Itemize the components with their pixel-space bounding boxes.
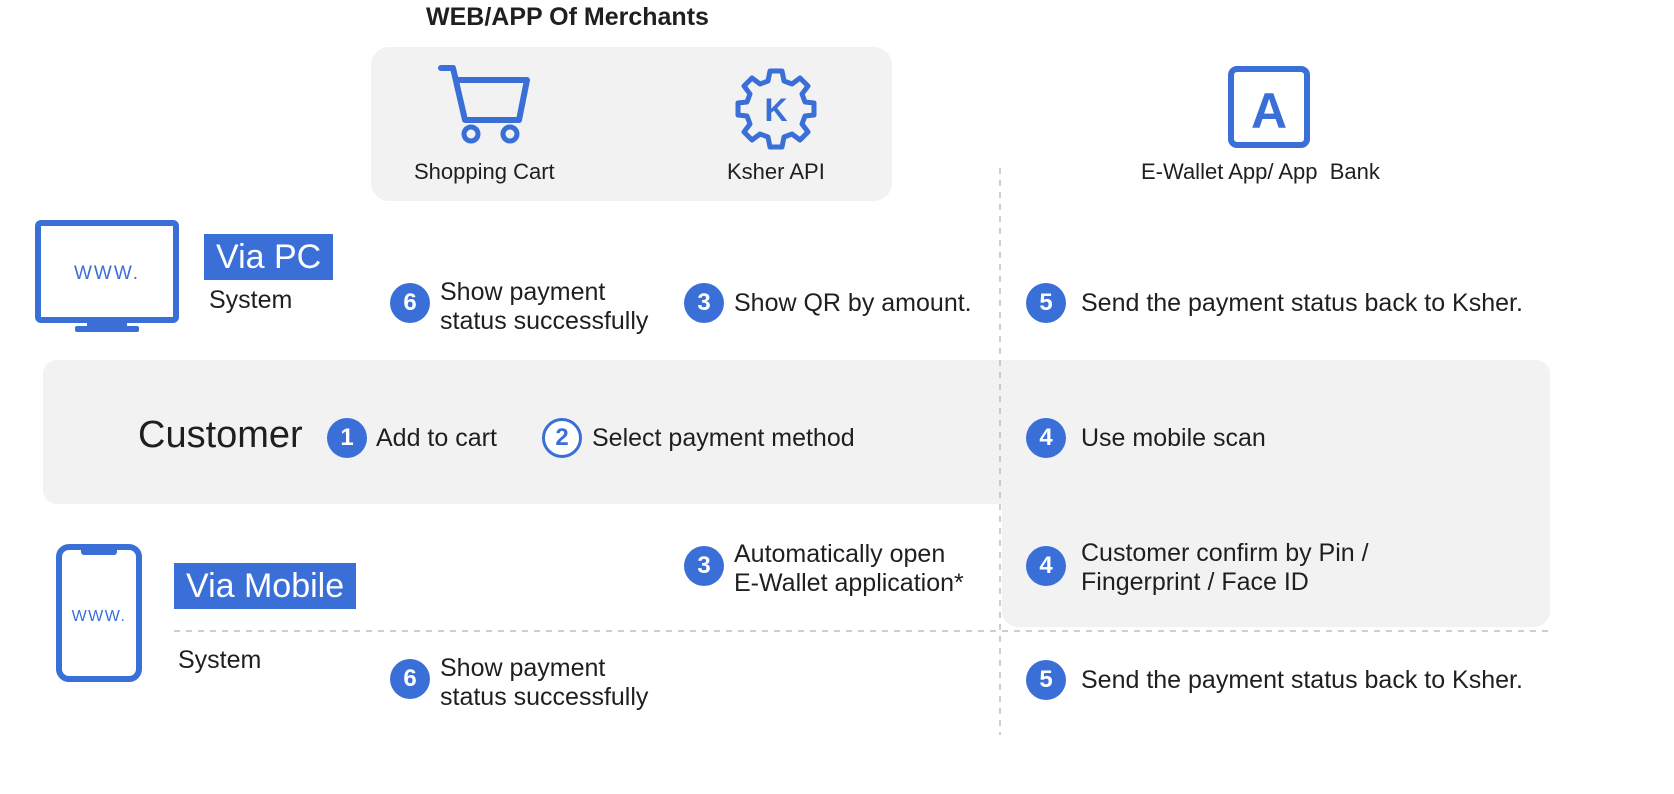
pc-system-label: System xyxy=(209,286,293,314)
mobile-system-label: System xyxy=(178,646,262,674)
customer-step-1-text: Add to cart xyxy=(376,424,497,452)
mobile-step-4-line1: Customer confirm by Pin / xyxy=(1081,539,1369,567)
e-wallet-app-icon: A xyxy=(1228,66,1310,148)
merchant-title: WEB/APP Of Merchants xyxy=(426,3,709,31)
mobile-step-5-badge: 5 xyxy=(1026,660,1066,700)
wallet-confirm-panel xyxy=(1002,480,1550,627)
shopping-cart-label: Shopping Cart xyxy=(414,159,555,184)
customer-step-2-badge: 2 xyxy=(542,418,582,458)
mobile-step-5-text: Send the payment status back to Ksher. xyxy=(1081,666,1523,694)
pc-step-5-badge: 5 xyxy=(1026,283,1066,323)
customer-step-2-text: Select payment method xyxy=(592,424,855,452)
pc-step-6-line1: Show payment xyxy=(440,278,606,306)
mobile-step-3-line1: Automatically open xyxy=(734,540,946,568)
mobile-phone-icon: WWW. xyxy=(56,544,142,682)
mobile-step-3-line2: E-Wallet application* xyxy=(734,569,964,597)
customer-step-4-badge: 4 xyxy=(1026,418,1066,458)
shopping-cart-icon xyxy=(438,65,530,144)
pc-step-6-badge: 6 xyxy=(390,283,430,323)
customer-label: Customer xyxy=(138,414,303,456)
mobile-step-6-line1: Show payment xyxy=(440,654,606,682)
wallet-logo-letter: A xyxy=(1251,83,1287,139)
ksher-api-gear-icon: K xyxy=(735,68,817,150)
via-pc-tag: Via PC xyxy=(204,234,334,280)
merchant-panel xyxy=(371,47,892,201)
via-mobile-tag: Via Mobile xyxy=(174,563,357,609)
desktop-monitor-icon: WWW. xyxy=(35,220,179,332)
pc-screen-text: WWW. xyxy=(74,263,140,284)
ksher-api-label: Ksher API xyxy=(727,159,825,184)
e-wallet-label: E-Wallet App/ App Bank xyxy=(1141,159,1380,184)
customer-step-4-text: Use mobile scan xyxy=(1081,424,1266,452)
mobile-step-6-badge: 6 xyxy=(390,659,430,699)
mobile-step-4-line2: Fingerprint / Face ID xyxy=(1081,568,1309,596)
ksher-logo-letter: K xyxy=(764,92,787,128)
mobile-screen-text: WWW. xyxy=(72,608,127,625)
mobile-step-4-badge: 4 xyxy=(1026,546,1066,586)
mobile-step-3-badge: 3 xyxy=(684,546,724,586)
customer-step-1-badge: 1 xyxy=(327,418,367,458)
pc-step-3-text: Show QR by amount. xyxy=(734,289,972,317)
pc-step-5-text: Send the payment status back to Ksher. xyxy=(1081,289,1523,317)
mobile-step-6-line2: status successfully xyxy=(440,683,649,711)
pc-step-3-badge: 3 xyxy=(684,283,724,323)
pc-step-6-line2: status successfully xyxy=(440,307,649,335)
